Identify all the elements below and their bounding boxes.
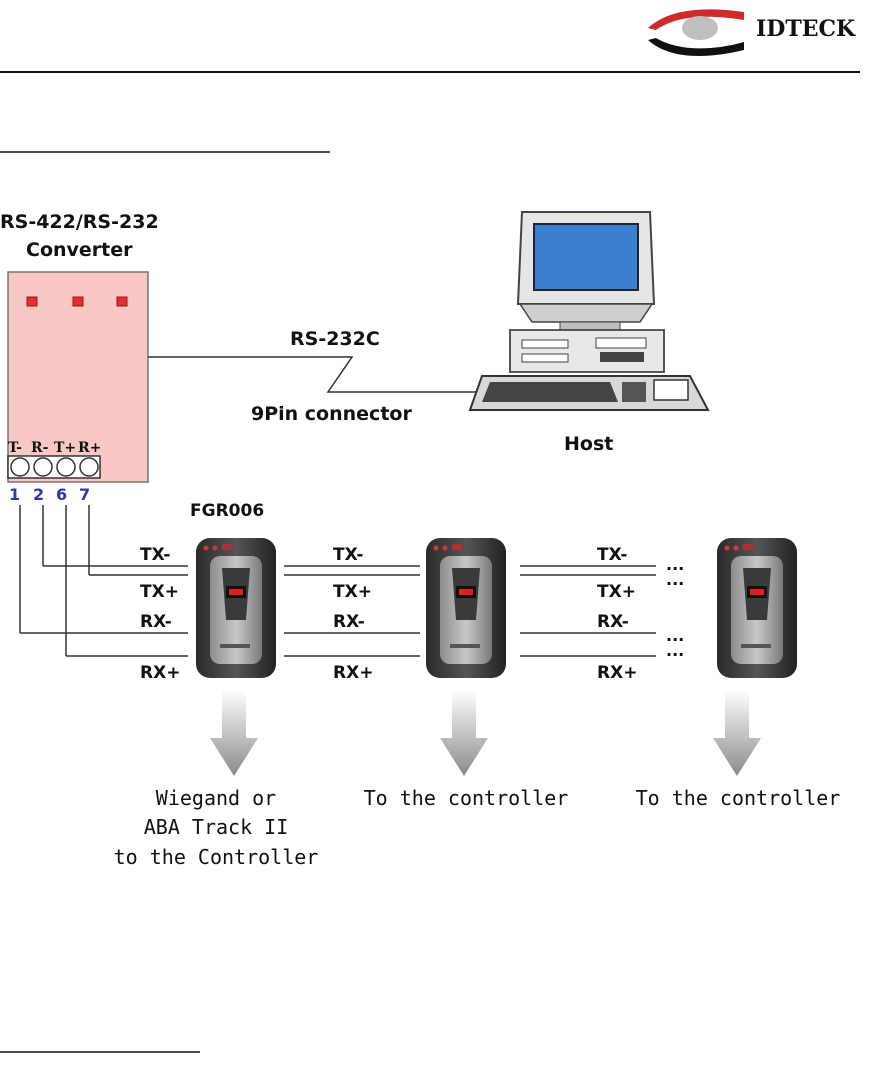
signal-label: RX-: [597, 612, 629, 632]
signal-label: RX+: [597, 663, 637, 683]
output-arrow-icon: [210, 690, 258, 776]
output-label-3: To the controller: [636, 786, 841, 810]
output-text: Wiegand or: [156, 786, 276, 810]
header: IDTECK: [0, 9, 860, 152]
signal-label: TX+: [333, 582, 372, 602]
bus-wiring: [20, 505, 656, 656]
converter: RS-422/RS-232 Converter T- R- T+ R+ 1 2 …: [0, 211, 159, 504]
led-indicator: [117, 297, 127, 306]
signal-label: TX-: [597, 545, 627, 565]
converter-title-line2: Converter: [26, 239, 133, 261]
pin-number: 1: [9, 485, 20, 504]
output-text: To the controller: [364, 786, 569, 810]
signal-label: RX+: [333, 663, 373, 683]
fingerprint-reader-icon: [717, 538, 797, 678]
idteck-logo-icon: [648, 9, 744, 56]
output-text: ABA Track II: [144, 815, 289, 839]
connector-label: 9Pin connector: [251, 403, 412, 425]
converter-title-line1: RS-422/RS-232: [0, 211, 159, 233]
fingerprint-reader-icon: [426, 538, 506, 678]
continuation-marks: ... ... ... ...: [666, 555, 684, 660]
output-label-2: To the controller: [364, 786, 569, 810]
led-indicator: [73, 297, 83, 306]
host-label: Host: [564, 433, 613, 455]
continuation-dots: ...: [666, 570, 684, 589]
continuation-dots: ...: [666, 641, 684, 660]
pin-number: 7: [79, 485, 90, 504]
reader-model-label: FGR006: [190, 501, 264, 521]
signal-label: RX+: [140, 663, 180, 683]
rs232-cable: [148, 357, 480, 392]
output-arrow-icon: [713, 690, 761, 776]
output-text: to the Controller: [114, 845, 319, 869]
output-text: To the controller: [636, 786, 841, 810]
terminal-label: R-: [31, 440, 49, 456]
terminal-label: T+: [54, 440, 76, 456]
terminal-label: T-: [8, 440, 22, 456]
signal-label: TX-: [140, 545, 170, 565]
screw-terminal: [11, 458, 29, 476]
signal-label: TX-: [333, 545, 363, 565]
output-arrow-icon: [440, 690, 488, 776]
screw-terminal: [34, 458, 52, 476]
rs232-link: RS-232C 9Pin connector: [148, 328, 480, 425]
brand-name: IDTECK: [756, 16, 856, 42]
host-computer-icon: Host: [470, 212, 708, 455]
fingerprint-reader-icon: [196, 538, 276, 678]
screw-terminal: [80, 458, 98, 476]
screw-terminal: [57, 458, 75, 476]
pin-number: 2: [33, 485, 44, 504]
output-label-1: Wiegand or ABA Track II to the Controlle…: [114, 786, 319, 869]
signal-label: RX-: [140, 612, 172, 632]
terminal-label: R+: [78, 440, 101, 456]
signal-label: TX+: [597, 582, 636, 602]
pin-number: 6: [56, 485, 67, 504]
led-indicator: [27, 297, 37, 306]
signal-label: TX+: [140, 582, 179, 602]
signal-label: RX-: [333, 612, 365, 632]
rs232-label: RS-232C: [290, 328, 380, 350]
